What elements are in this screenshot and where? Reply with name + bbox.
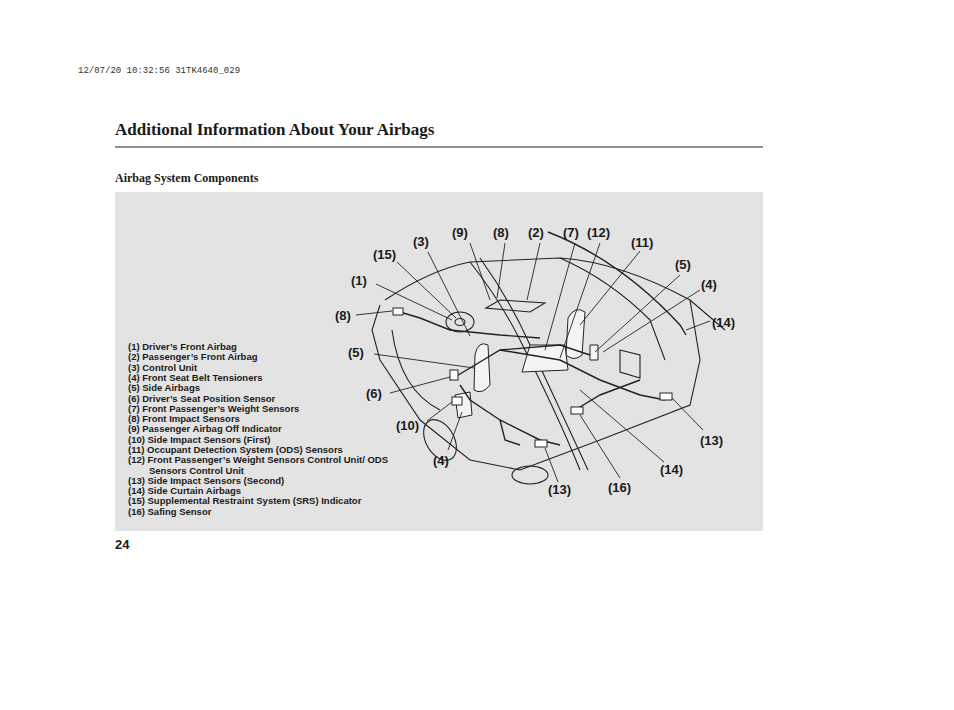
figure-heading: Airbag System Components [115, 171, 258, 186]
callout-number: (16) [608, 480, 631, 495]
callout-number: (11) [631, 235, 653, 250]
callout-number: (13) [548, 482, 571, 497]
callout-number: (12) [587, 225, 610, 240]
callout-number: (8) [493, 225, 509, 240]
legend-line: (2) Passenger’s Front Airbag [128, 352, 411, 362]
callout-number: (7) [563, 225, 579, 240]
legend-line: (8) Front Impact Sensors [128, 414, 411, 424]
legend-line: (3) Control Unit [128, 363, 411, 373]
callout-number: (14) [660, 462, 683, 477]
callout-number: (9) [452, 225, 468, 240]
page-title: Additional Information About Your Airbag… [115, 120, 434, 140]
legend-line: (14) Side Curtain Airbags [128, 486, 411, 496]
legend-line: (7) Front Passenger’s Weight Sensors [128, 404, 411, 414]
figure-panel [115, 192, 763, 531]
callout-number: (3) [413, 234, 429, 249]
callout-number: (4) [433, 453, 449, 468]
callout-number: (14) [712, 315, 735, 330]
legend-line: (9) Passenger Airbag Off Indicator [128, 424, 411, 434]
legend-line: (13) Side Impact Sensors (Second) [128, 476, 411, 486]
legend-line: (15) Supplemental Restraint System (SRS)… [128, 496, 411, 506]
legend-line: (12) Front Passenger’s Weight Sensors Co… [128, 455, 411, 476]
legend-line: (1) Driver’s Front Airbag [128, 342, 411, 352]
car-body [372, 258, 725, 484]
legend-line: (16) Safing Sensor [128, 507, 411, 517]
callout-number: (8) [335, 308, 351, 323]
legend-line: (10) Side Impact Sensors (First) [128, 435, 411, 445]
callout-number: (2) [528, 225, 544, 240]
header-rule [115, 147, 763, 148]
sensors [393, 308, 672, 447]
callout-number: (15) [373, 247, 396, 262]
callout-number: (10) [396, 418, 419, 433]
legend-line: (4) Front Seat Belt Tensioners [128, 373, 411, 383]
callout-number: (5) [348, 345, 364, 360]
wiring-harness [400, 232, 686, 445]
legend-line: (6) Driver’s Seat Position Sensor [128, 394, 411, 404]
leader-lines [356, 243, 710, 482]
page-number: 24 [115, 537, 129, 552]
callout-number: (13) [700, 433, 723, 448]
print-stamp: 12/07/20 10:32:56 31TK4640_029 [78, 66, 240, 76]
callout-number: (1) [351, 273, 367, 288]
callout-number: (4) [701, 277, 717, 292]
callout-number: (6) [366, 386, 382, 401]
callout-number: (5) [675, 257, 691, 272]
legend-line: (5) Side Airbags [128, 383, 411, 393]
legend-line: (11) Occupant Detection System (ODS) Sen… [128, 445, 411, 455]
